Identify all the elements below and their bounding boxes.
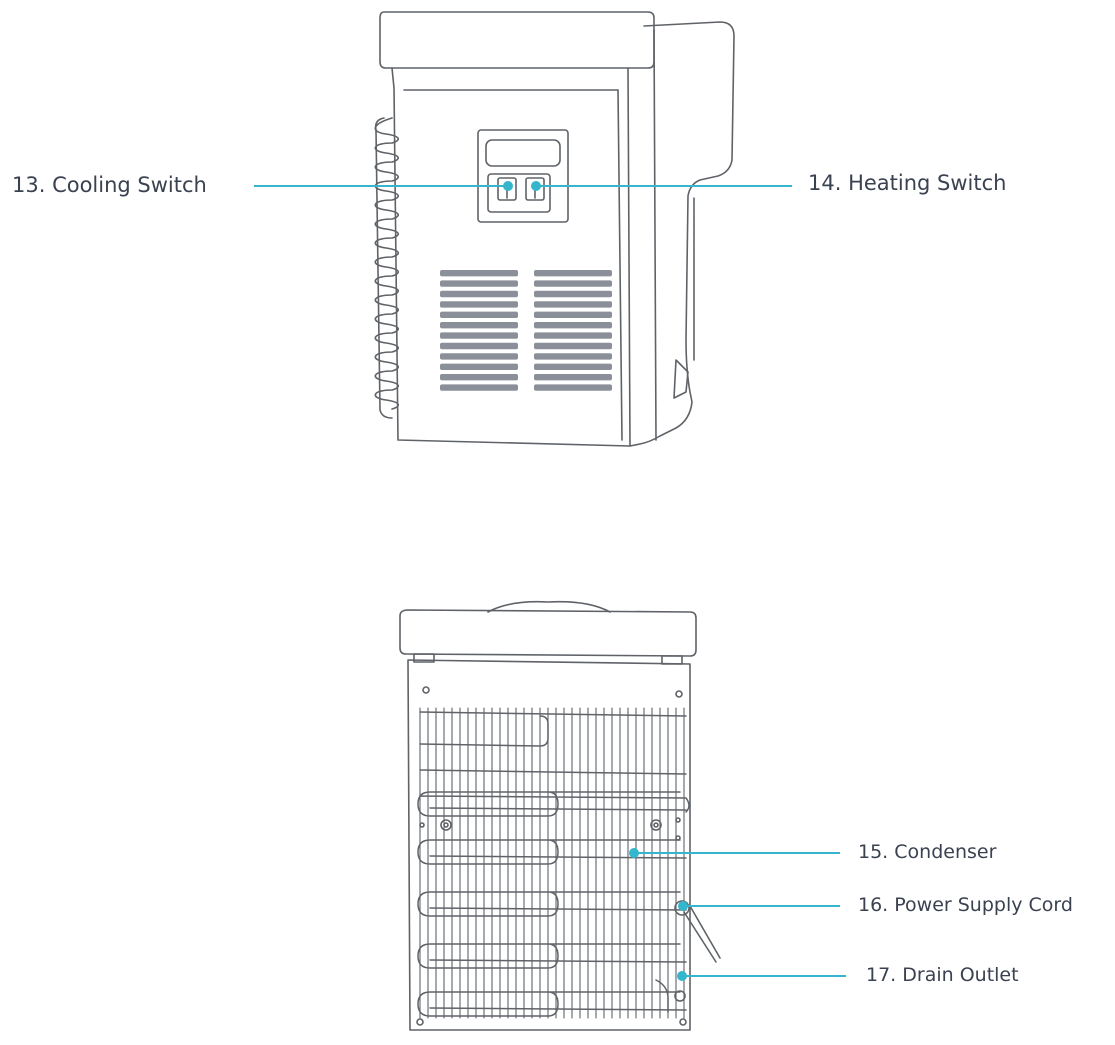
vent-slot (534, 280, 612, 287)
vent-slot (440, 353, 518, 360)
vent-slot (440, 322, 518, 329)
side-view (374, 11, 735, 447)
vent-slot (440, 301, 518, 308)
condenser-coil (417, 711, 690, 1017)
rear-cap (487, 600, 611, 613)
side-main-body (391, 67, 631, 447)
vent-slot (534, 290, 612, 298)
side-front-tower (629, 21, 735, 447)
rear-view (399, 600, 721, 1031)
vent-slot (440, 290, 518, 298)
callout-line-heating (531, 181, 792, 191)
vent-slot (440, 342, 518, 350)
side-top-lid (379, 11, 655, 69)
vent-slot (534, 311, 612, 318)
vent-slot (440, 374, 518, 381)
vent-slot (534, 322, 612, 329)
vent-slot (440, 332, 518, 339)
condenser-grid (419, 707, 685, 1019)
vent-slot (440, 270, 518, 277)
rear-back-panel (407, 659, 691, 1031)
label-cooling-switch: 13. Cooling Switch (12, 173, 207, 197)
label-heating-switch: 14. Heating Switch (808, 171, 1007, 195)
label-condenser: 15. Condenser (858, 841, 997, 863)
callout-line-drain (677, 971, 846, 981)
vent-slot (534, 342, 612, 350)
vent-slot (534, 363, 612, 370)
switch-panel (477, 129, 569, 223)
vent-slot (534, 301, 612, 308)
vent-slot (534, 353, 612, 360)
vent-slot (440, 363, 518, 370)
rear-top-lid (399, 609, 697, 657)
vent-slot (534, 384, 612, 391)
callout-line-condenser (629, 848, 840, 858)
callout-line-power-cord (678, 901, 840, 911)
side-vents (440, 270, 612, 391)
vent-slot (534, 270, 612, 277)
vent-slot (440, 280, 518, 287)
vent-slot (534, 332, 612, 339)
label-power-supply-cord: 16. Power Supply Cord (858, 894, 1073, 916)
label-drain-outlet: 17. Drain Outlet (866, 964, 1019, 986)
vent-slot (440, 311, 518, 318)
vent-slot (440, 384, 518, 391)
callout-line-cooling (254, 181, 513, 191)
vent-slot (534, 374, 612, 381)
side-coil (374, 117, 399, 419)
